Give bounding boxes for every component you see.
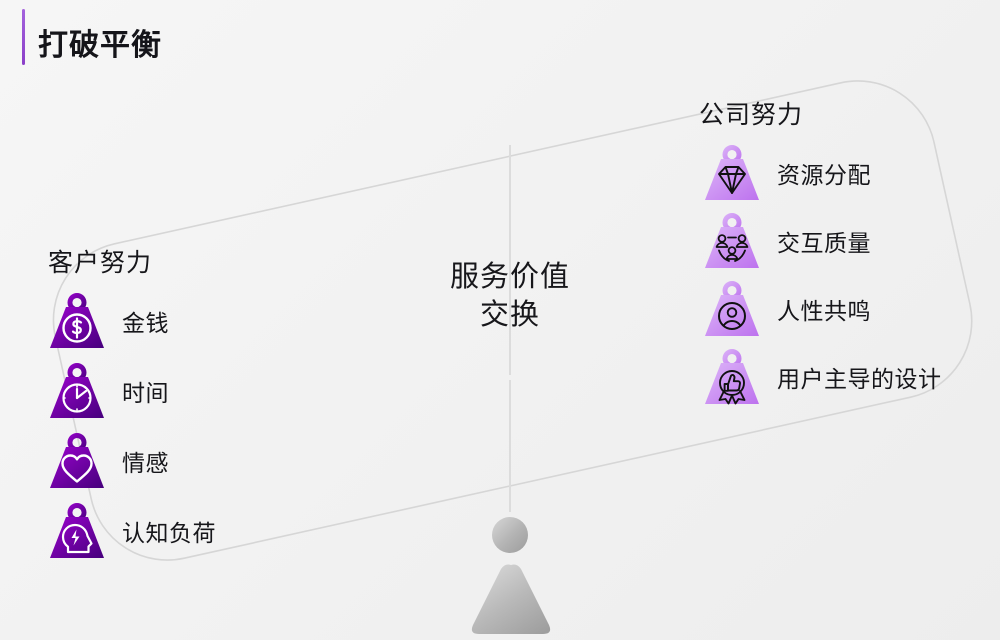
weight-label: 用户主导的设计: [777, 366, 942, 392]
head-lightning-icon: [50, 503, 104, 558]
weight-label: 交互质量: [777, 230, 871, 256]
center-label-line1: 服务价值: [449, 261, 570, 293]
person-circle-icon: [705, 281, 759, 336]
weight-item-interaction-quality[interactable]: 交互质量: [697, 207, 942, 275]
weight-item-time[interactable]: 时间: [42, 357, 216, 425]
pivot-circle: [492, 517, 528, 553]
weight-item-user-led-design[interactable]: 用户主导的设计: [697, 343, 942, 411]
center-label: 服务价值 交换: [410, 258, 610, 334]
customer-effort-title: 客户努力: [48, 249, 153, 277]
company-effort-group: 公司努力 资源分配: [697, 95, 942, 411]
diamond-icon: [705, 145, 759, 200]
weight-label: 时间: [122, 380, 169, 406]
weight-label: 情感: [122, 450, 169, 476]
company-effort-title: 公司努力: [699, 101, 804, 129]
weight-item-money[interactable]: 金钱: [42, 287, 216, 355]
heart-icon: [50, 433, 104, 488]
clock-icon: [50, 363, 104, 418]
page-title: 打破平衡: [38, 29, 162, 62]
weight-item-human-resonance[interactable]: 人性共鸣: [697, 275, 942, 343]
people-network-icon: [705, 213, 759, 268]
customer-effort-group: 客户努力 金钱: [42, 243, 216, 567]
weight-label: 认知负荷: [122, 520, 216, 546]
weight-item-emotion[interactable]: 情感: [42, 427, 216, 495]
weight-item-cognitive-load[interactable]: 认知负荷: [42, 497, 216, 565]
fulcrum-triangle: [471, 564, 551, 634]
weight-label: 人性共鸣: [777, 298, 871, 324]
title-accent-bar: [22, 9, 25, 65]
weight-item-resource-allocation[interactable]: 资源分配: [697, 139, 942, 207]
dollar-coin-icon: [50, 293, 104, 348]
center-label-line2: 交换: [479, 299, 540, 331]
weight-label: 资源分配: [777, 162, 871, 188]
weight-label: 金钱: [122, 310, 169, 336]
thumbs-up-award-icon: [705, 349, 759, 405]
